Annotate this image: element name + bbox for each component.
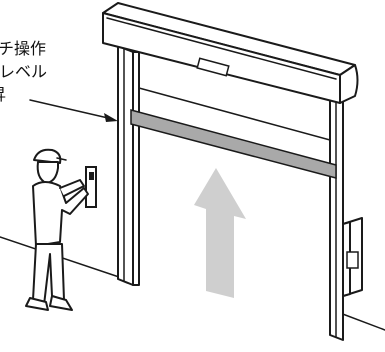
control-box-icon	[342, 217, 363, 297]
left-guide-rail	[117, 45, 140, 286]
push-button-switch-icon	[85, 166, 97, 208]
sensor-unit	[196, 57, 230, 77]
callout-line-2: レベル	[0, 62, 48, 81]
callout-text: チ操作 レベル 昇	[0, 37, 120, 106]
callout-leader-arrow	[29, 99, 118, 122]
curtain-bottom-band	[130, 109, 337, 179]
operator-figure	[25, 148, 89, 311]
arrow-up-icon	[194, 168, 246, 298]
right-guide-rail	[329, 95, 344, 341]
callout-line-3: 昇	[0, 83, 120, 106]
callout-line-1: チ操作	[0, 39, 47, 58]
shutter-housing	[102, 2, 359, 104]
door-opening	[138, 87, 331, 141]
